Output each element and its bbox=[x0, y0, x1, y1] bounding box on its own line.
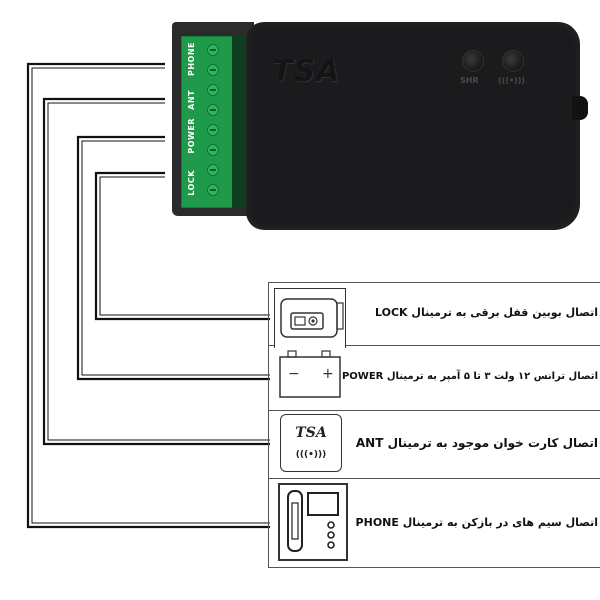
battery-icon: − + bbox=[274, 348, 346, 410]
power-connector-line bbox=[76, 135, 270, 381]
power-connection-text: اتصال ترانس ۱۲ ولت ۳ تا ۵ آمپر به ترمینا… bbox=[341, 371, 598, 382]
terminal-label-lock: LOCK bbox=[187, 170, 196, 196]
connection-legend bbox=[268, 282, 600, 568]
device-side-tab bbox=[572, 96, 588, 120]
terminal-screw bbox=[207, 84, 219, 96]
terminal-screw bbox=[207, 184, 219, 196]
ant-connection-text: اتصال کارت خوان موجود به ترمینال ANT bbox=[355, 436, 598, 450]
terminal-screw bbox=[207, 104, 219, 116]
device-housing bbox=[246, 22, 580, 230]
panel-divider bbox=[268, 345, 600, 346]
terminal-screw bbox=[207, 144, 219, 156]
ant-connector-line bbox=[42, 97, 270, 446]
led-indicator bbox=[462, 50, 484, 72]
terminal-label-ant: ANT bbox=[187, 90, 196, 110]
intercom-phone-icon bbox=[278, 483, 348, 561]
phone-connection-text: اتصال سیم های در بازکن به ترمینال PHONE bbox=[355, 516, 598, 529]
terminal-screw bbox=[207, 124, 219, 136]
terminal-label-power: POWER bbox=[187, 118, 196, 154]
terminal-screw bbox=[207, 164, 219, 176]
card-reader-logo: TSA bbox=[295, 425, 327, 441]
phone-connector-line bbox=[26, 62, 270, 529]
card-reader-wave: (((•))) bbox=[296, 450, 326, 460]
terminal-screw bbox=[207, 64, 219, 76]
battery-minus: − bbox=[288, 366, 300, 382]
led-label: (((•))) bbox=[498, 76, 526, 85]
terminal-label-phone: PHONE bbox=[187, 42, 196, 77]
panel-divider bbox=[268, 410, 600, 411]
tsa-logo: TSA bbox=[272, 54, 341, 89]
lock-connector-line bbox=[94, 171, 270, 321]
pcb-strip bbox=[232, 36, 250, 208]
terminal-screw bbox=[207, 44, 219, 56]
lock-coil-icon bbox=[274, 288, 346, 350]
card-reader-icon: TSA (((•))) bbox=[280, 414, 342, 472]
led-indicator bbox=[502, 50, 524, 72]
panel-divider bbox=[268, 478, 600, 479]
battery-plus: + bbox=[322, 366, 334, 382]
led-label: SHR bbox=[460, 76, 479, 85]
lock-connection-text: اتصال بوبین قفل برقی به ترمینال LOCK bbox=[375, 306, 598, 319]
